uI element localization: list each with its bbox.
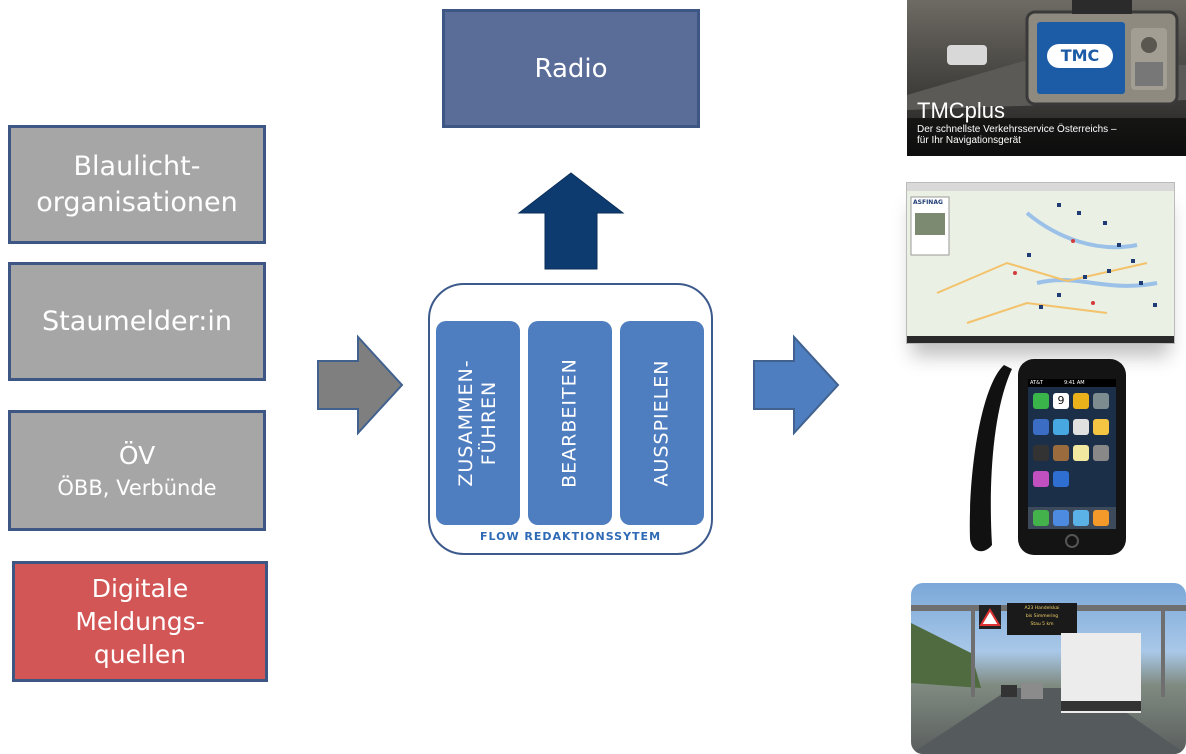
source-title: ÖV xyxy=(118,440,156,470)
tmc-subtitle-line: Der schnellste Verkehrsservice Österreic… xyxy=(917,124,1117,135)
phone-carrier: AT&T xyxy=(1030,380,1044,386)
phone-thumbnail: AT&T 9:41 AM 9 xyxy=(960,357,1136,557)
flow-column-label: BEARBEITEN xyxy=(559,358,582,488)
source-box-oev: ÖV ÖBB, Verbünde xyxy=(8,410,266,531)
source-label-line: Staumelder:in xyxy=(42,305,232,337)
map-brand: ASFINAG xyxy=(913,199,943,206)
input-arrow-shape xyxy=(317,334,404,436)
source-label-line: organisationen xyxy=(36,186,238,218)
map-illustration xyxy=(907,183,1174,343)
source-label-line: Meldungs- xyxy=(75,607,205,636)
flow-column-ausspielen: AUSSPIELEN xyxy=(620,321,704,525)
tmc-title: TMCplus xyxy=(917,98,1006,123)
source-label-line: Digitale xyxy=(91,574,189,603)
input-arrow xyxy=(317,334,404,436)
source-box-blaulicht: Blaulicht- organisationen xyxy=(8,125,266,244)
flow-column-line: ZUSAMMEN- xyxy=(455,359,477,487)
highway-sign-line: bis Simmering xyxy=(1025,614,1059,619)
source-subtitle: ÖBB, Verbünde xyxy=(57,475,217,500)
output-arrow xyxy=(753,334,840,436)
highway-thumbnail: A23 Handelskai bis Simmering Stau 5 km xyxy=(911,583,1186,754)
radio-box: Radio xyxy=(442,9,700,128)
highway-sign: A23 Handelskai bis Simmering Stau 5 km xyxy=(1009,605,1075,629)
radio-label: Radio xyxy=(534,53,608,84)
output-arrow-shape xyxy=(753,334,840,436)
flow-column-label: ZUSAMMEN- FÜHREN xyxy=(455,359,501,486)
phone-time: 9:41 AM xyxy=(1064,380,1085,386)
phone-illustration xyxy=(969,359,1126,555)
flow-column-bearbeiten: BEARBEITEN xyxy=(528,321,612,525)
source-label-line: Blaulicht- xyxy=(73,150,201,182)
flow-column-zusammenfuehren: ZUSAMMEN- FÜHREN xyxy=(436,321,520,525)
source-label-line: quellen xyxy=(93,640,187,669)
flow-system: ZUSAMMEN- FÜHREN BEARBEITEN AUSSPIELEN F… xyxy=(428,283,713,555)
map-thumbnail: ASFINAG xyxy=(906,182,1175,344)
source-box-digital: Digitale Meldungs- quellen xyxy=(12,561,268,682)
flow-column-line: FÜHREN xyxy=(478,380,500,466)
up-arrow xyxy=(517,172,625,270)
highway-sign-line: Stau 5 km xyxy=(1030,622,1054,627)
flow-column-line: BEARBEITEN xyxy=(558,358,581,488)
up-arrow-shape xyxy=(517,172,625,270)
tmc-thumbnail: TMC TMCplus Der schnellste Verkehrsservi… xyxy=(907,0,1186,156)
flow-column-label: AUSSPIELEN xyxy=(651,360,674,487)
source-box-staumelder: Staumelder:in xyxy=(8,262,266,381)
highway-illustration xyxy=(911,603,1186,754)
flow-column-line: AUSSPIELEN xyxy=(650,359,673,487)
tmc-subtitle: Der schnellste Verkehrsservice Österreic… xyxy=(917,124,1117,146)
tmc-subtitle-line: für Ihr Navigationsgerät xyxy=(917,135,1021,146)
tmc-screen-logo: TMC xyxy=(1047,44,1113,68)
phone-calendar-date: 9 xyxy=(1057,394,1065,407)
flow-caption: FLOW REDAKTIONSSYTEM xyxy=(479,530,662,543)
highway-sign-line: A23 Handelskai xyxy=(1024,606,1060,611)
